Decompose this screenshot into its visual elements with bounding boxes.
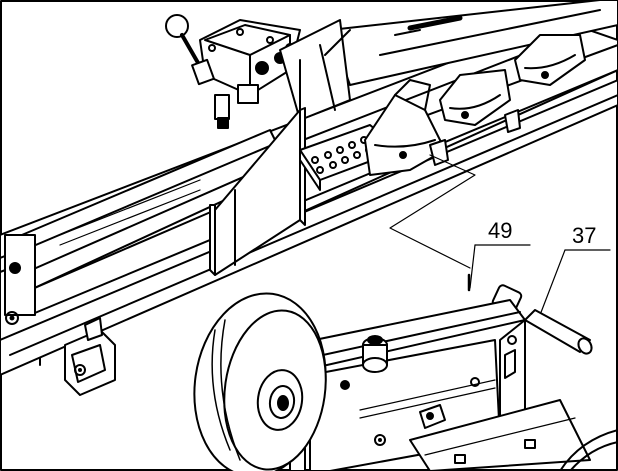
hydraulic-cylinder [4,129,291,325]
log-cradle-middle [439,69,511,126]
control-valve [199,19,301,129]
beam-gussets [429,109,521,166]
tow-plate [409,399,591,471]
push-plate [209,107,306,276]
log-cradle-rear [514,34,586,86]
wheel-right-partial [559,429,618,471]
grease-fitting [362,335,388,373]
control-handle [165,14,215,86]
callout-49: 49 [488,218,512,243]
wheel-hub [256,369,304,431]
callout-37: 37 [572,223,596,248]
leader-lines [389,154,611,316]
log-cradle-front [364,79,446,176]
chassis-bolts [340,377,480,446]
mounting-tab [64,317,116,396]
wedge-column [279,19,351,121]
